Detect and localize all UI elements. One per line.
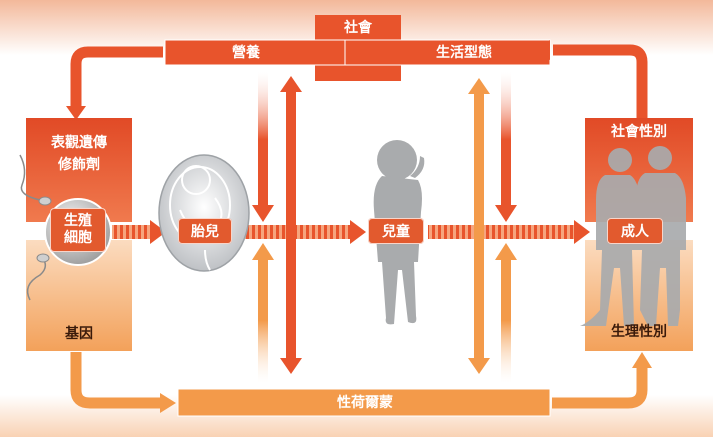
adult-to-lifestyle-arrow bbox=[553, 44, 648, 118]
adult-label: 成人 bbox=[607, 218, 663, 244]
right-vertical-arrows bbox=[468, 72, 517, 383]
social-gender-label: 社會性別 bbox=[611, 124, 667, 140]
left-vertical-arrows bbox=[252, 72, 302, 383]
adult-silhouettes bbox=[580, 146, 686, 326]
child-label: 兒童 bbox=[368, 218, 424, 244]
nutrition-label: 營養 bbox=[232, 45, 260, 61]
social-label: 社會 bbox=[344, 20, 372, 36]
child-silhouette bbox=[373, 140, 425, 325]
germ-cell-label-line1: 生殖 bbox=[64, 212, 92, 229]
fetus-illustration bbox=[158, 154, 250, 272]
sex-hormones-label: 性荷爾蒙 bbox=[337, 395, 393, 411]
biological-sex-label: 生理性別 bbox=[611, 324, 667, 340]
hormones-bar bbox=[177, 388, 551, 417]
germ-cell-label-line2: 細胞 bbox=[64, 230, 92, 246]
fetus-label: 胎兒 bbox=[178, 218, 232, 244]
cell-to-fetus-arrow bbox=[112, 225, 152, 239]
genes-label: 基因 bbox=[65, 326, 93, 342]
lifestyle-label: 生活型態 bbox=[436, 45, 492, 61]
hormones-to-biological-sex-arrow bbox=[552, 366, 648, 409]
lifestyle-bar bbox=[344, 39, 551, 66]
germ-cell-label: 生殖 細胞 bbox=[50, 208, 106, 252]
child-to-adult-arrow bbox=[428, 225, 576, 239]
sperm-decoration bbox=[19, 154, 47, 301]
genes-to-hormones-arrow bbox=[70, 352, 162, 409]
epigenetic-label-line2: 修飾劑 bbox=[58, 157, 100, 173]
nutrition-to-epigenetic-arrow bbox=[70, 46, 163, 108]
epigenetic-label-line1: 表觀遺傳 bbox=[51, 135, 107, 151]
